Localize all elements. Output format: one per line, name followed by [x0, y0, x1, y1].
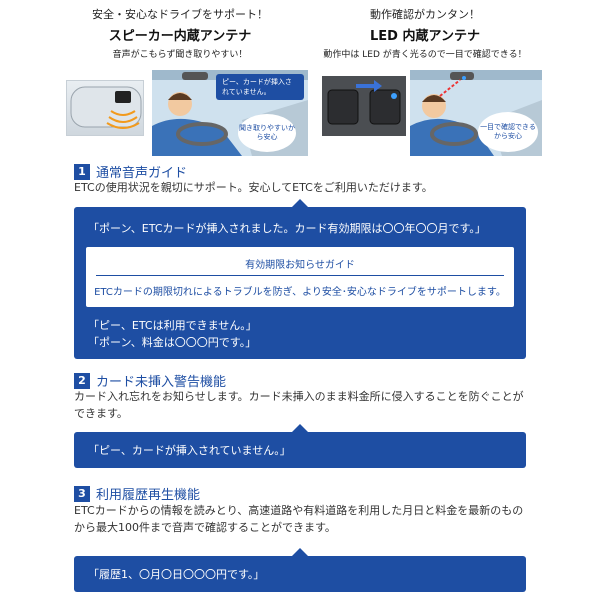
section3-voice-panel: 「履歴1、〇月〇日〇〇〇円です。」 [74, 548, 526, 592]
voice-message: 「ピー、ETCは利用できません。」 [88, 319, 257, 332]
voice-message: 「ピー、カードが挿入されていません。」 [88, 444, 291, 457]
reassurance-bubble: 聞き取りやすいから安心 [238, 114, 296, 152]
section2-voice-panel: 「ピー、カードが挿入されていません。」 [74, 424, 526, 468]
voice-message: 「履歴1、〇月〇日〇〇〇円です。」 [88, 568, 265, 581]
led-antenna-icon [322, 76, 406, 136]
expiry-notice-title: 有効期限お知らせガイド [245, 260, 355, 271]
section1-heading: 1 通常音声ガイド [74, 162, 187, 181]
section2-description: カード入れ忘れをお知らせします。カード未挿入のまま料金所に侵入することを防ぐこと… [74, 390, 524, 420]
section1-number: 1 [74, 163, 90, 180]
section3-title: 利用履歴再生機能 [96, 488, 201, 503]
expiry-notice-text: ETCカードの期限切れによるトラブルを防ぎ、より安全･安心なドライブをサポートし… [94, 287, 506, 298]
voice-message: 「ポーン、ETCカードが挿入されました。カード有効期限は〇〇年〇〇月です。」 [88, 222, 486, 235]
header-right-title: LED 内蔵アンテナ [370, 29, 480, 44]
mirror-antenna-icon [70, 86, 142, 129]
divider [96, 275, 504, 276]
section2-number: 2 [74, 372, 90, 389]
section1-voice-panel: 「ポーン、ETCカードが挿入されました。カード有効期限は〇〇年〇〇月です。」 有… [74, 199, 526, 359]
expiry-notice-box: 有効期限お知らせガイド ETCカードの期限切れによるトラブルを防ぎ、より安全･安… [86, 247, 514, 307]
header-left-sub: 音声がこもらず聞き取りやすい！ [112, 50, 248, 60]
header-speaker-antenna: 安全・安心なドライブをサポート！ スピーカー内蔵アンテナ 音声がこもらず聞き取り… [70, 6, 290, 60]
led-antenna-illustration [322, 76, 406, 136]
mirror-antenna-illustration [66, 80, 144, 136]
section3-description: ETCカードからの情報を読みとり、高速道路や有料道路を利用した月日と料金を最新の… [74, 504, 524, 534]
section1-description: ETCの使用状況を親切にサポート。安心してETCをご利用いただけます。 [74, 181, 433, 194]
section3-number: 3 [74, 485, 90, 502]
section1-title: 通常音声ガイド [96, 166, 188, 181]
driver-checking-illustration: 一目で確認できるから安心 [410, 70, 542, 156]
header-left-title: スピーカー内蔵アンテナ [108, 29, 252, 44]
header-left-line1: 安全・安心なドライブをサポート！ [92, 8, 268, 21]
driver-listening-illustration: ピー、カードが挿入されていません。 聞き取りやすいから安心 [152, 70, 308, 156]
section3-heading: 3 利用履歴再生機能 [74, 484, 200, 503]
header-right-line1: 動作確認がカンタン！ [370, 8, 480, 21]
reassurance-bubble: 一目で確認できるから安心 [478, 112, 538, 152]
speech-bubble: ピー、カードが挿入されていません。 [216, 74, 304, 100]
voice-message: 「ポーン、料金は〇〇〇円です。」 [88, 336, 257, 349]
header-led-antenna: 動作確認がカンタン！ LED 内蔵アンテナ 動作中は LED が青く光るので一目… [310, 6, 540, 60]
header-right-sub: 動作中は LED が青く光るので一目で確認できる！ [323, 50, 527, 60]
section2-heading: 2 カード未挿入警告機能 [74, 371, 226, 390]
section2-title: カード未挿入警告機能 [96, 375, 227, 390]
